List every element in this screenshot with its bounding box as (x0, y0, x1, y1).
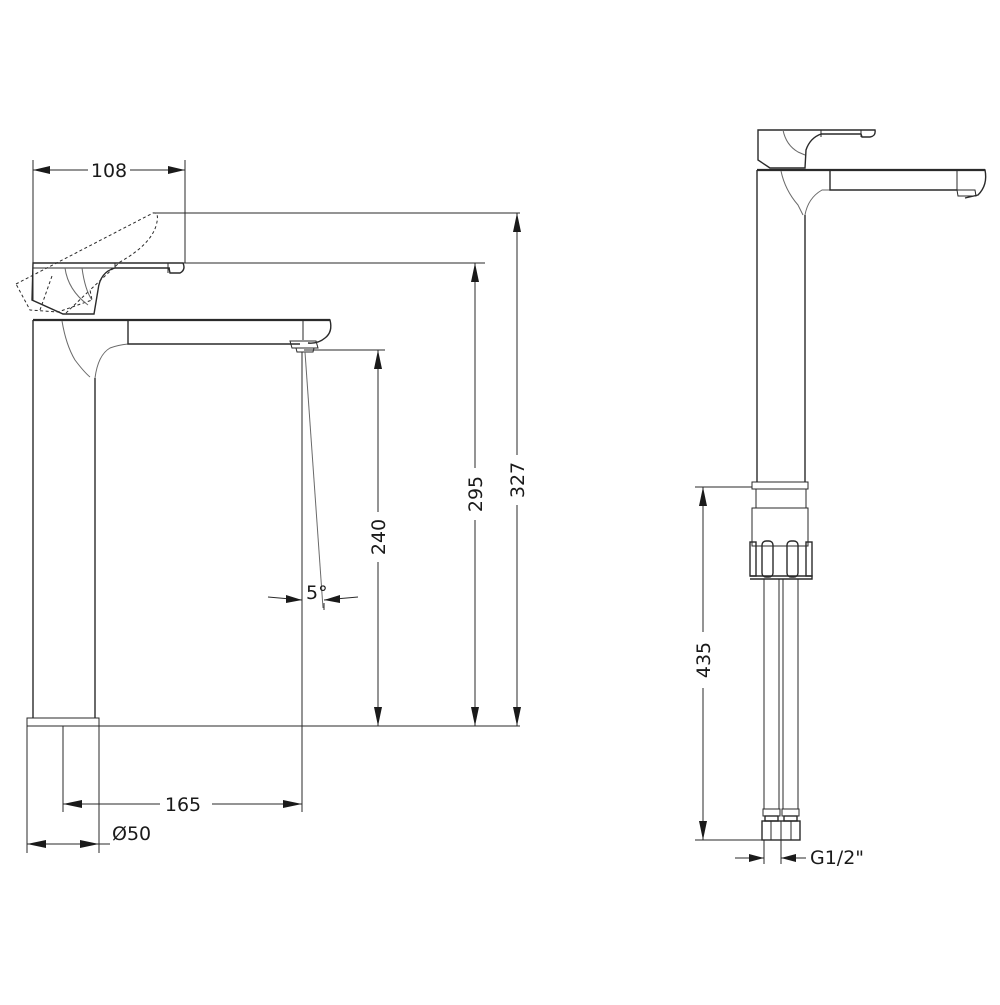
supply-hoses (761, 578, 801, 841)
dim-body-diameter: Ø50 (112, 823, 151, 845)
dim-total-height: 327 (507, 462, 529, 498)
dim-spout-angle: 5° (306, 582, 328, 604)
dim-spout-height: 240 (368, 519, 390, 555)
dim-hose-thread: G1/2" (810, 847, 864, 869)
dim-spout-projection: 165 (165, 794, 201, 816)
dim-hose-length: 435 (693, 642, 715, 678)
side-view: 435 G1/2" (693, 129, 987, 869)
front-view: 108 327 295 240 5° 165 Ø50 (15, 160, 529, 853)
fixing-studs (749, 540, 813, 580)
dim-lever-reach: 108 (91, 160, 127, 182)
dim-lever-height: 295 (465, 476, 487, 512)
